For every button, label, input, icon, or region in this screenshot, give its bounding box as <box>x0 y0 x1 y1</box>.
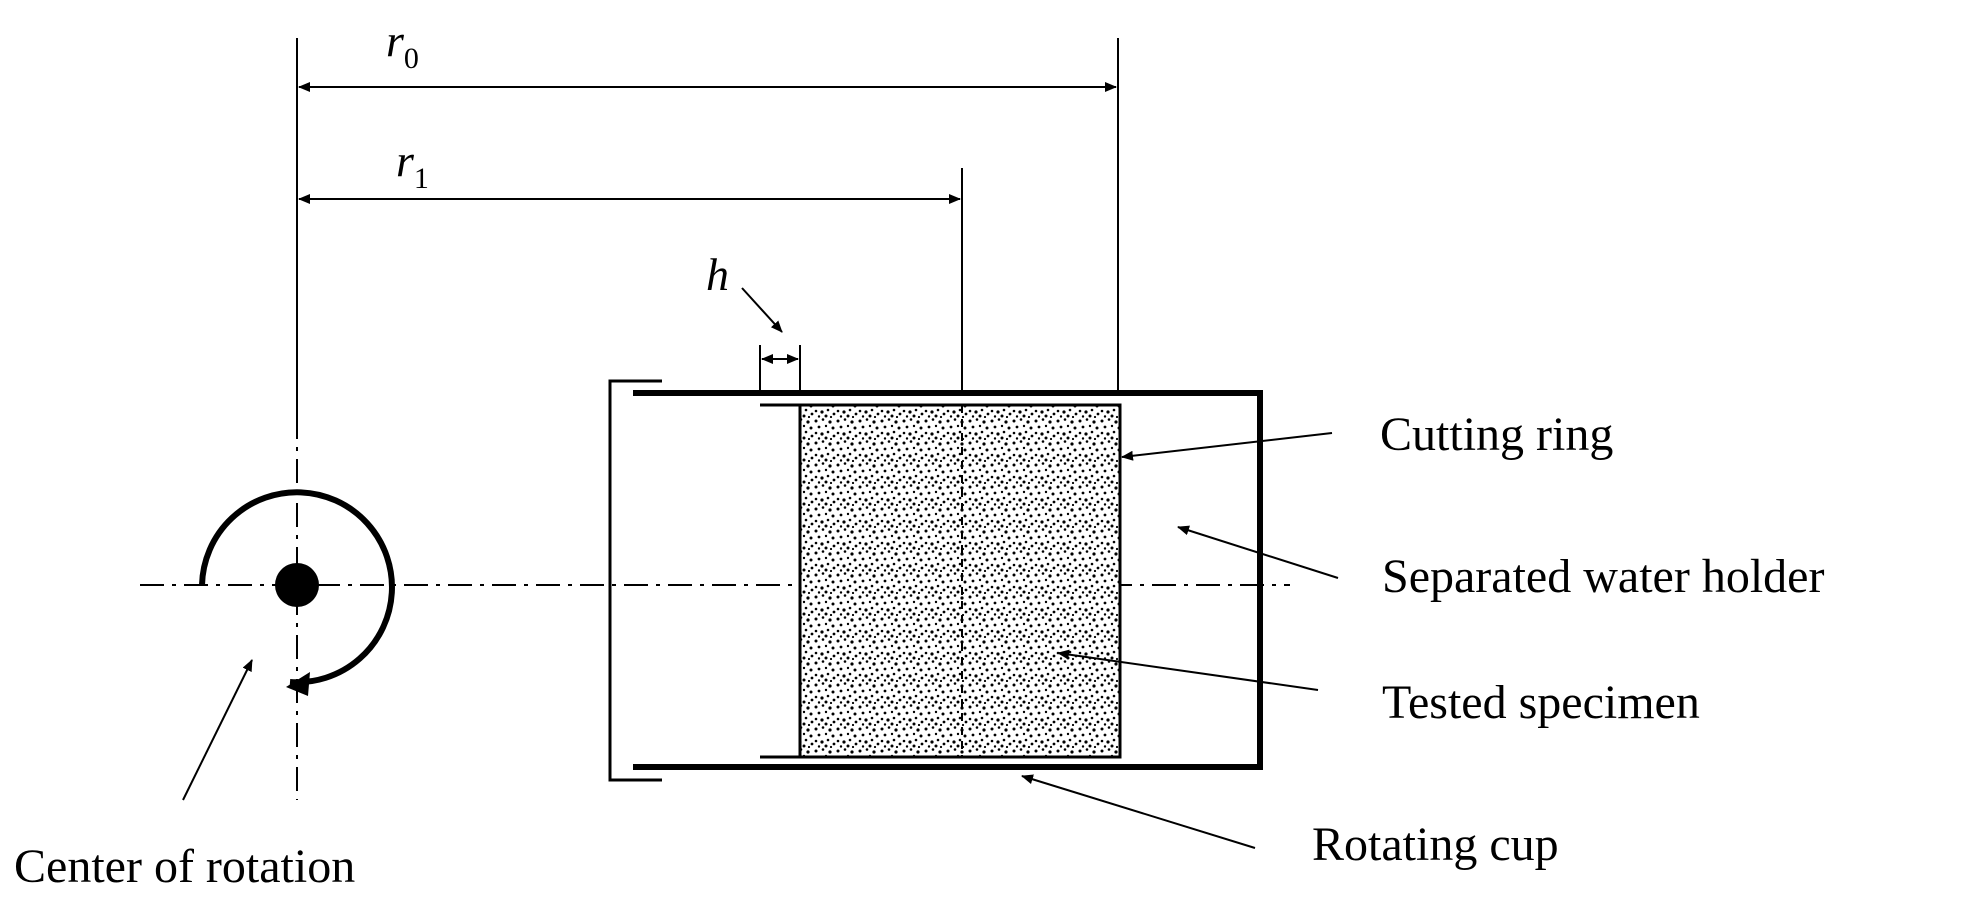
r1-label: r1 <box>396 135 429 195</box>
tested-specimen-label: Tested specimen <box>1382 676 1700 729</box>
r0-label-subscript: 0 <box>404 42 419 75</box>
center-of-rotation-label: Center of rotation <box>14 840 355 893</box>
water-holder-leader <box>1177 525 1339 579</box>
r1-label-subscript: 1 <box>414 162 429 195</box>
h-leader-line <box>741 287 783 333</box>
separated-water-holder-label: Separated water holder <box>1382 550 1824 603</box>
rotation-arc <box>199 489 395 686</box>
rotating-cup-leader <box>1021 774 1256 849</box>
h-label: h <box>706 249 729 300</box>
tested-specimen-fill <box>798 403 1122 759</box>
rotation-center-dot <box>275 563 319 607</box>
cutting-ring-label: Cutting ring <box>1380 408 1613 461</box>
center-of-rotation-leader <box>182 659 253 801</box>
callout-leaders <box>182 432 1339 849</box>
rotation-arrowhead <box>286 672 310 696</box>
rotating-cup <box>608 379 1263 782</box>
cutting-ring-leader <box>1121 432 1333 461</box>
dimension-lines <box>296 38 1119 418</box>
specimen-leader <box>1057 649 1319 691</box>
r0-label-main: r <box>386 15 405 66</box>
cup-body <box>633 390 1263 770</box>
cup-lid-bracket <box>608 379 662 782</box>
rotating-cup-label: Rotating cup <box>1312 818 1559 871</box>
r1-label-main: r <box>396 135 415 186</box>
r0-label: r0 <box>386 15 419 75</box>
